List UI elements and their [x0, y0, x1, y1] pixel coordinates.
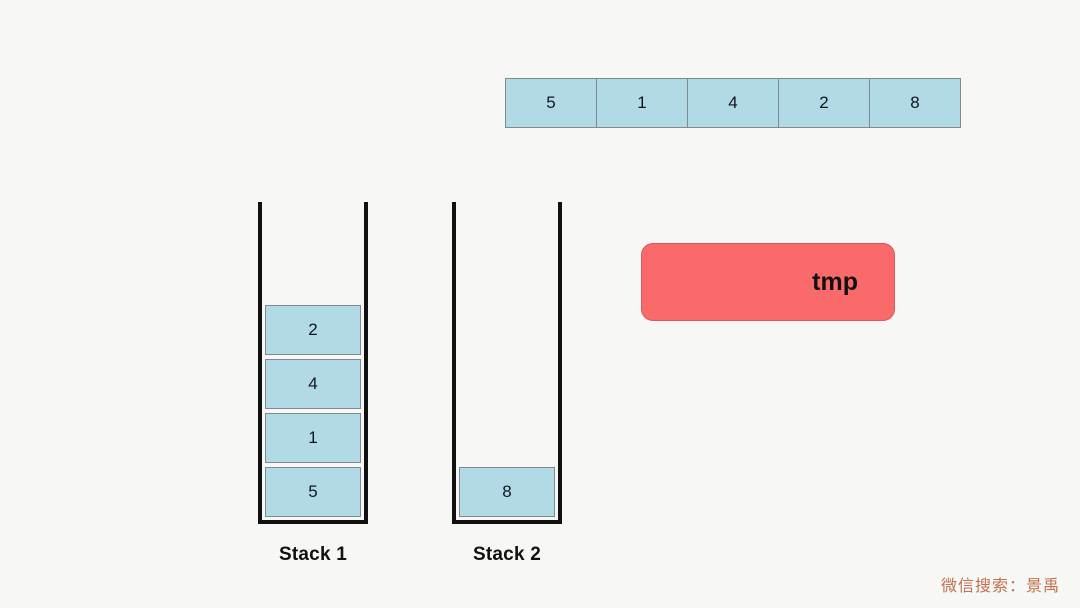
watermark-text: 微信搜索：景禹 — [940, 576, 1060, 595]
tmp-variable-box: tmp — [641, 243, 895, 321]
input-array: 5 1 4 2 8 — [505, 78, 961, 128]
stack-cell: 8 — [459, 467, 555, 517]
array-cell: 1 — [596, 78, 688, 128]
stack-cell: 4 — [265, 359, 361, 409]
stack-cell: 2 — [265, 305, 361, 355]
stack-1-container-outline — [258, 202, 368, 524]
stack-cell: 1 — [265, 413, 361, 463]
array-cell: 2 — [778, 78, 870, 128]
stack-1-items: 5 1 4 2 — [265, 301, 361, 517]
stack-1-right-wall — [364, 202, 368, 524]
stack-2-label: Stack 2 — [473, 544, 541, 565]
stack-2-container-outline — [452, 202, 562, 524]
stack-1-label: Stack 1 — [279, 544, 347, 565]
stack-2-right-wall — [558, 202, 562, 524]
stack-1-bottom-wall — [258, 520, 368, 524]
stack-2-left-wall — [452, 202, 456, 524]
array-cell: 8 — [869, 78, 961, 128]
stack-1: 5 1 4 2 Stack 1 — [258, 202, 368, 565]
stack-2-items: 8 — [459, 463, 555, 517]
tmp-label: tmp — [812, 267, 858, 296]
stack-cell: 5 — [265, 467, 361, 517]
stack-1-left-wall — [258, 202, 262, 524]
stack-2: 8 Stack 2 — [452, 202, 562, 565]
array-cell: 5 — [505, 78, 597, 128]
array-cell: 4 — [687, 78, 779, 128]
stack-2-bottom-wall — [452, 520, 562, 524]
